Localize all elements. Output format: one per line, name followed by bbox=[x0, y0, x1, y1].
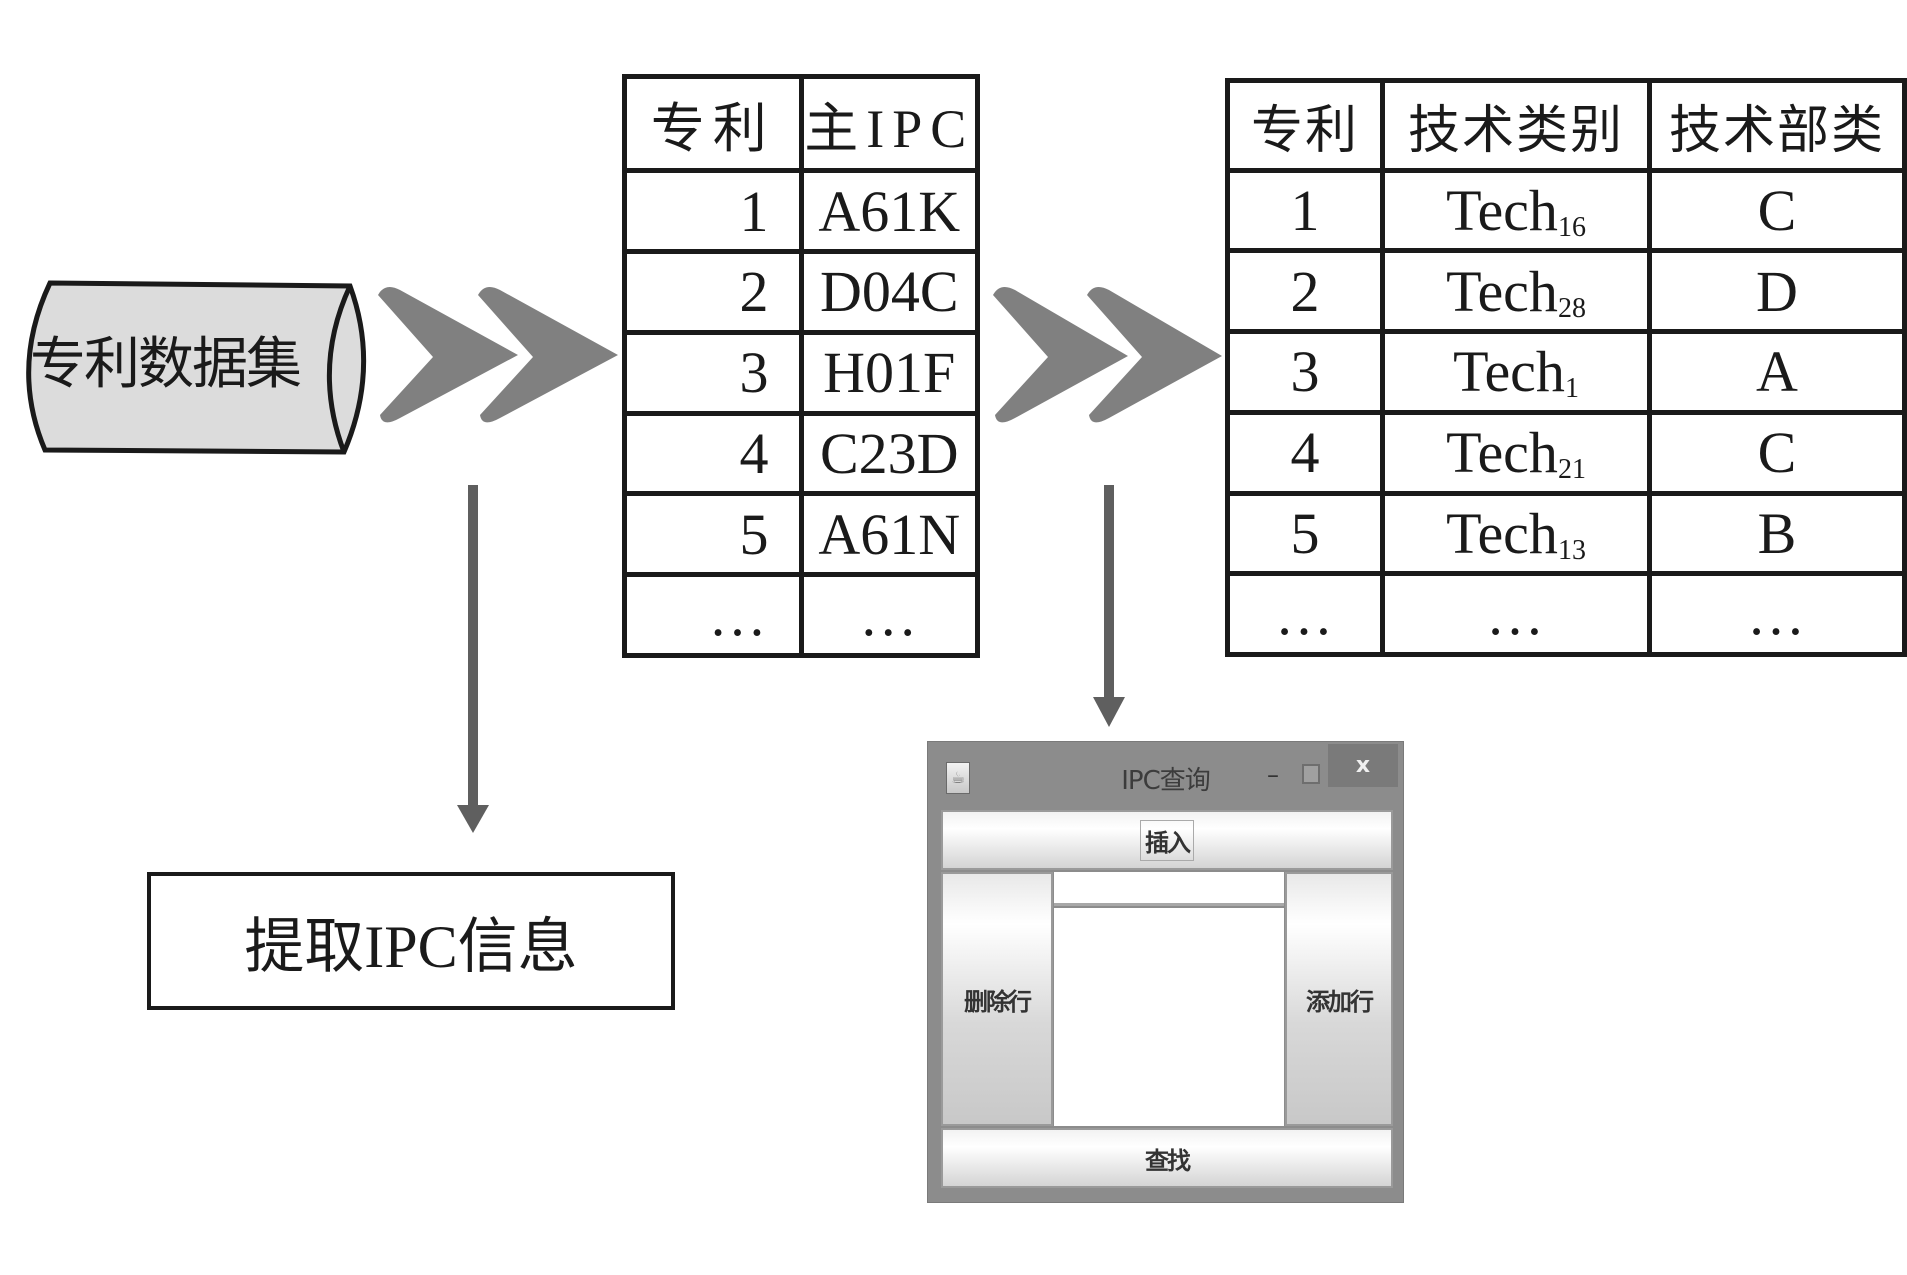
chevron-icon bbox=[993, 286, 1128, 423]
cell-ipc: A61K bbox=[798, 168, 980, 255]
dataset-label: 专利数据集 bbox=[30, 334, 302, 396]
table-row: 5 A61N bbox=[622, 491, 980, 578]
minimize-button[interactable]: – bbox=[1267, 761, 1279, 789]
cell-tech-category: Tech13 bbox=[1380, 490, 1652, 577]
add-row-button[interactable]: 添加行 bbox=[1285, 872, 1393, 1126]
arrow-head-icon bbox=[457, 805, 489, 833]
insert-button[interactable]: 插入 bbox=[941, 810, 1393, 870]
search-label: 查找 bbox=[1145, 1146, 1191, 1175]
tech-index: 21 bbox=[1557, 454, 1586, 486]
table-row-ellipsis: … … … bbox=[1225, 571, 1907, 657]
table-row: 1 Tech16 C bbox=[1225, 167, 1907, 254]
header-tech-section: 技术部类 bbox=[1647, 78, 1907, 173]
extract-ipc-box: 提取IPC信息 bbox=[147, 872, 675, 1010]
tech-index: 28 bbox=[1557, 292, 1586, 324]
tech-index: 13 bbox=[1557, 534, 1586, 566]
tech-name: Tech bbox=[1446, 178, 1558, 244]
chevron-icon bbox=[478, 286, 618, 423]
tech-index: 1 bbox=[1564, 373, 1579, 405]
cell-tech-section: B bbox=[1647, 490, 1907, 577]
cell-tech-section: D bbox=[1647, 248, 1907, 335]
cell-ellipsis: … bbox=[622, 572, 804, 658]
header-tech-category: 技术类别 bbox=[1380, 78, 1652, 173]
cell-tech-section: C bbox=[1647, 167, 1907, 254]
table-row: 4 Tech21 C bbox=[1225, 409, 1907, 496]
cell-patent-id: 2 bbox=[622, 249, 804, 335]
search-button[interactable]: 查找 bbox=[941, 1128, 1393, 1188]
tech-table: 专利 技术类别 技术部类 1 Tech16 C 2 Tech28 D 3 Tec… bbox=[1225, 78, 1907, 657]
cell-ellipsis: … bbox=[1380, 571, 1652, 657]
cell-patent-id: 3 bbox=[1225, 329, 1385, 415]
cell-ipc: H01F bbox=[798, 329, 980, 416]
window-title: IPC查询 bbox=[1121, 766, 1211, 796]
insert-label: 插入 bbox=[1140, 819, 1194, 861]
cell-tech-category: Tech1 bbox=[1380, 329, 1652, 415]
cell-patent-id: 4 bbox=[1225, 409, 1385, 496]
down-arrow-1 bbox=[457, 485, 489, 833]
tech-index: 16 bbox=[1557, 212, 1586, 244]
chevron-arrow-1 bbox=[378, 286, 618, 423]
cylinder-end-ellipse bbox=[326, 284, 353, 453]
close-button[interactable]: x bbox=[1328, 744, 1398, 787]
cell-patent-id: 1 bbox=[622, 168, 804, 255]
table-row: 3 Tech1 A bbox=[1225, 329, 1907, 415]
cell-tech-section: C bbox=[1647, 409, 1907, 496]
delete-row-label: 删除行 bbox=[964, 987, 1032, 1016]
table-row: 5 Tech13 B bbox=[1225, 490, 1907, 577]
header-patent: 专利 bbox=[622, 73, 804, 174]
tech-name: Tech bbox=[1446, 500, 1558, 566]
table-row: 4 C23D bbox=[622, 410, 980, 497]
cell-patent-id: 3 bbox=[622, 329, 804, 416]
title-bar[interactable]: ☕ IPC查询 – x bbox=[928, 742, 1403, 810]
cell-tech-category: Tech28 bbox=[1380, 248, 1652, 335]
arrow-head-icon bbox=[1093, 697, 1125, 727]
add-row-label: 添加行 bbox=[1306, 987, 1374, 1016]
cell-patent-id: 4 bbox=[622, 410, 804, 497]
cell-tech-category: Tech21 bbox=[1380, 409, 1652, 496]
result-textarea[interactable] bbox=[1054, 908, 1284, 1126]
maximize-button[interactable] bbox=[1302, 764, 1320, 784]
tech-name: Tech bbox=[1446, 420, 1558, 486]
cell-patent-id: 5 bbox=[1225, 490, 1385, 577]
cell-patent-id: 2 bbox=[1225, 248, 1385, 335]
chevron-arrow-2 bbox=[993, 286, 1222, 423]
cell-tech-section: A bbox=[1647, 329, 1907, 415]
table-row: 2 D04C bbox=[622, 249, 980, 335]
delete-row-button[interactable]: 删除行 bbox=[941, 872, 1053, 1126]
ipc-input[interactable] bbox=[1054, 872, 1284, 906]
header-patent: 专利 bbox=[1225, 78, 1385, 173]
down-arrow-2 bbox=[1093, 485, 1125, 727]
chevron-icon bbox=[378, 286, 518, 423]
table-header-row: 专利 主IPC bbox=[622, 73, 980, 174]
cell-ipc: A61N bbox=[798, 491, 980, 578]
cell-ipc: C23D bbox=[798, 410, 980, 497]
extract-ipc-label: 提取IPC信息 bbox=[244, 913, 578, 980]
cell-tech-category: Tech16 bbox=[1380, 167, 1652, 254]
table-row-ellipsis: … … bbox=[622, 572, 980, 658]
cell-ellipsis: … bbox=[1647, 571, 1907, 657]
cell-ellipsis: … bbox=[798, 572, 980, 658]
table-row: 3 H01F bbox=[622, 329, 980, 416]
cell-patent-id: 1 bbox=[1225, 167, 1385, 254]
table-row: 1 A61K bbox=[622, 168, 980, 255]
java-cup-icon: ☕ bbox=[946, 762, 970, 794]
tech-name: Tech bbox=[1453, 339, 1565, 405]
cell-patent-id: 5 bbox=[622, 491, 804, 578]
tech-name: Tech bbox=[1446, 258, 1558, 324]
ipc-query-window: ☕ IPC查询 – x 插入 删除行 添加行 查找 bbox=[927, 741, 1404, 1203]
chevron-icon bbox=[1087, 286, 1222, 423]
header-main-ipc: 主IPC bbox=[798, 73, 980, 174]
cell-ipc: D04C bbox=[798, 249, 980, 335]
ipc-table: 专利 主IPC 1 A61K 2 D04C 3 H01F 4 C23D 5 A6… bbox=[622, 73, 980, 658]
cell-ellipsis: … bbox=[1225, 571, 1385, 657]
table-row: 2 Tech28 D bbox=[1225, 248, 1907, 335]
table-header-row: 专利 技术类别 技术部类 bbox=[1225, 78, 1907, 173]
